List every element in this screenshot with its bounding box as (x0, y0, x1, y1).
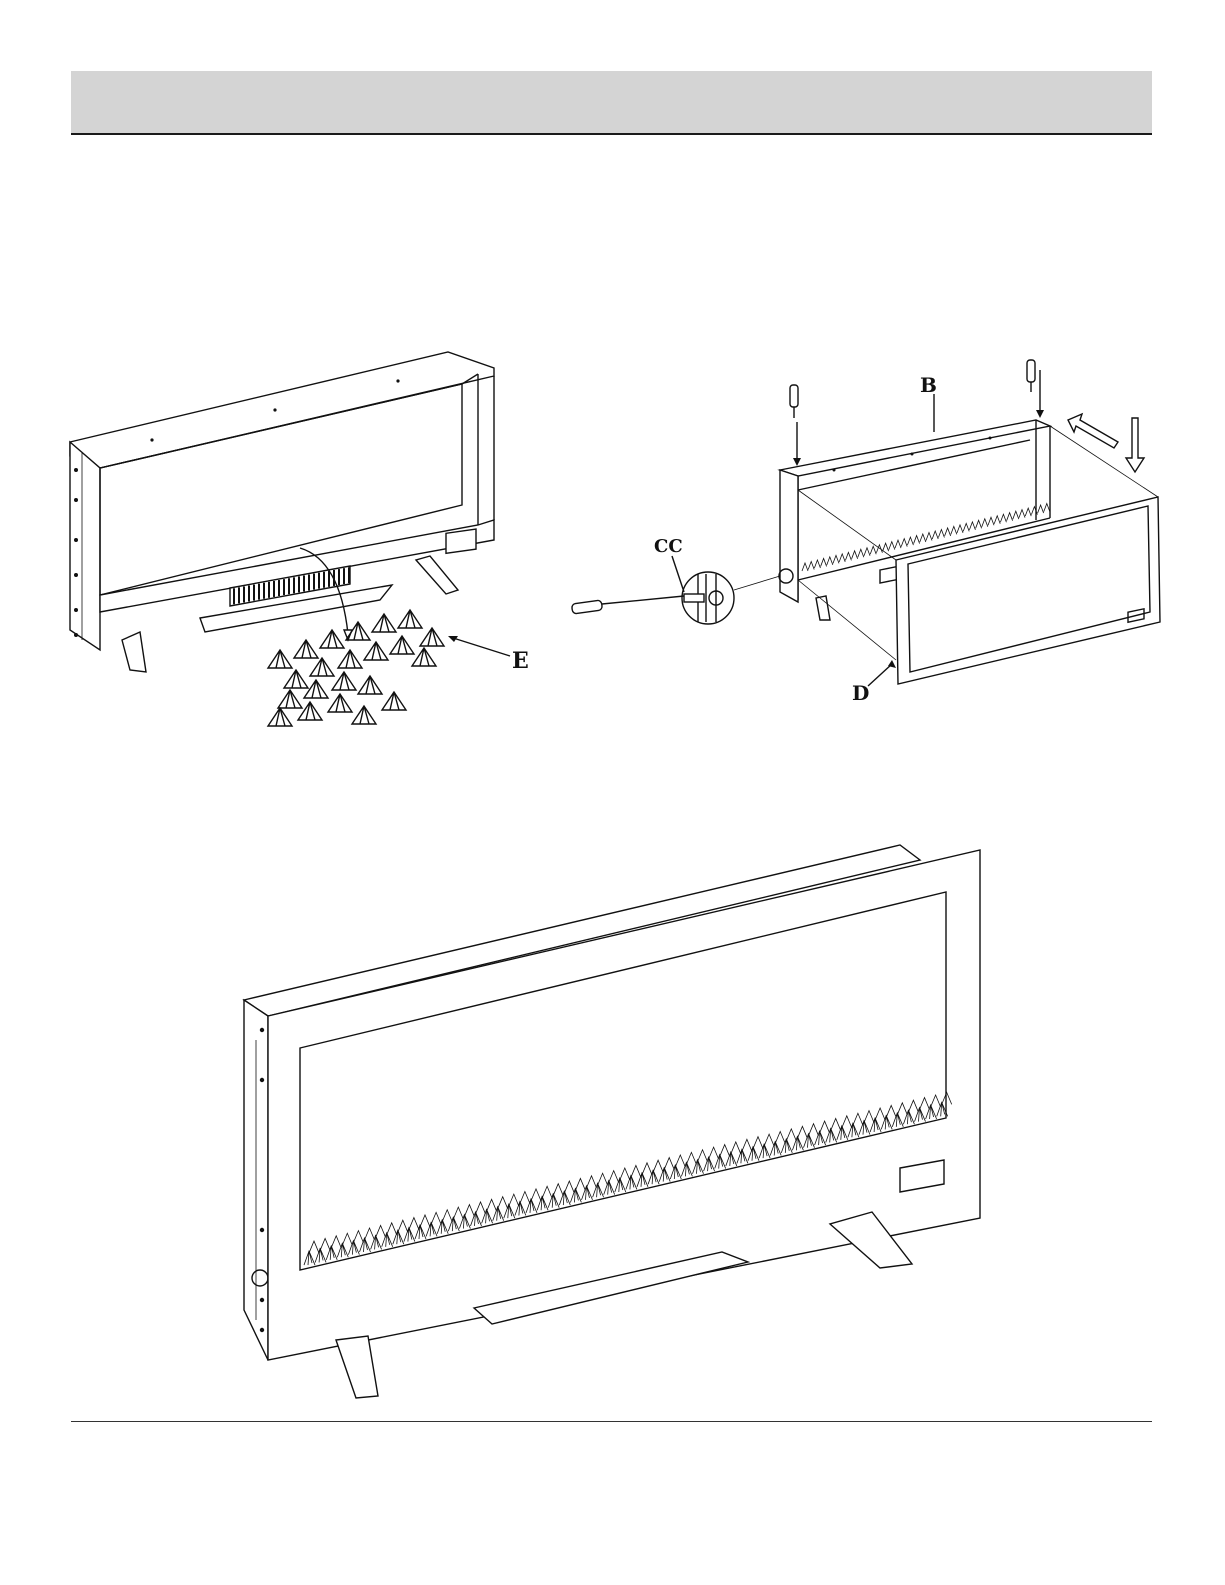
footer-rule (71, 1421, 1152, 1422)
figure-assembled-fireplace (0, 0, 1225, 1420)
